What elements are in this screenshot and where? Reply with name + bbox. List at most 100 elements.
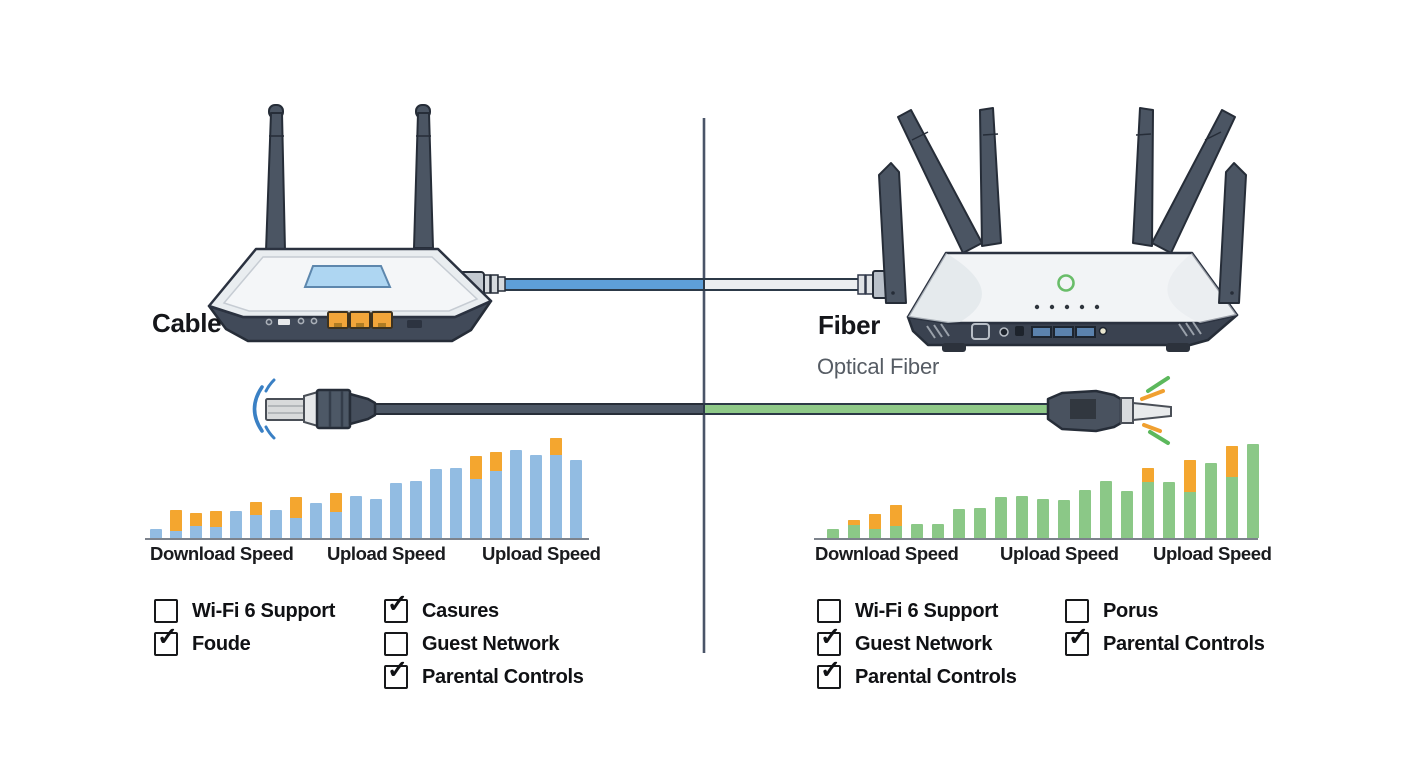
checkbox-checked[interactable]: ✓ (154, 625, 178, 656)
bar-cap (490, 452, 502, 471)
bar (210, 511, 222, 538)
bar (848, 520, 860, 538)
bar-cap (210, 511, 222, 527)
bar (330, 493, 342, 538)
checkbox-checked[interactable]: ✓ (1065, 625, 1089, 656)
feature-label: Casures (422, 599, 499, 622)
feature-row: ✓ Parental Controls (1065, 625, 1265, 656)
bar-cap (330, 493, 342, 512)
bar (570, 460, 582, 538)
wan-cable (703, 270, 898, 299)
fiber-section-subtitle: Optical Fiber (817, 354, 940, 379)
bar (150, 529, 162, 538)
feature-label: Parental Controls (855, 665, 1017, 688)
coax-wire (371, 403, 706, 415)
router-screen (303, 265, 392, 288)
bar (1121, 491, 1133, 538)
feature-row: ✓ Guest Network (817, 625, 1017, 656)
antenna-icon (1132, 107, 1154, 247)
feature-row: Guest Network (384, 632, 584, 656)
antenna-icon (413, 104, 434, 249)
cable-chart-axis (145, 538, 589, 540)
fiber-cable-illustration (703, 376, 1172, 445)
bar (890, 505, 902, 538)
feature-label: Parental Controls (1103, 632, 1265, 655)
bar (1058, 500, 1070, 538)
feature-row: ✓ Parental Controls (384, 658, 584, 689)
feature-row: ✓ Casures (384, 592, 584, 623)
feature-row: Wi-Fi 6 Support (154, 599, 335, 623)
cable-router-illustration (207, 104, 706, 343)
bar (911, 524, 923, 538)
fiber-speed-chart (827, 430, 1259, 538)
fiber-wire (703, 403, 1051, 415)
usb-port-icon (1075, 326, 1096, 338)
bar (170, 510, 182, 538)
router-top-shading (908, 253, 982, 323)
fiber-features-col2: Porus✓ Parental Controls (1065, 599, 1265, 666)
checkbox-unchecked[interactable] (817, 599, 841, 623)
feature-row: Wi-Fi 6 Support (817, 599, 1017, 623)
feature-label: Guest Network (422, 632, 560, 655)
checkbox-unchecked[interactable] (1065, 599, 1089, 623)
router-front-ports (265, 311, 422, 329)
bar-cap (848, 520, 860, 525)
bar-cap (1142, 468, 1154, 482)
bar (974, 508, 986, 538)
x-label: Upload Speed (1000, 543, 1119, 564)
bar (1142, 468, 1154, 538)
bar (430, 469, 442, 538)
checkbox-unchecked[interactable] (154, 599, 178, 623)
router-foot (942, 343, 966, 352)
bar (370, 499, 382, 538)
cable-features-col1: Wi-Fi 6 Support✓ Foude (154, 599, 335, 666)
checkbox-checked[interactable]: ✓ (817, 658, 841, 689)
ethernet-port-icon (371, 311, 393, 329)
bar (510, 450, 522, 538)
bar (450, 468, 462, 538)
cable-speed-chart (150, 430, 582, 538)
checkbox-unchecked[interactable] (384, 632, 408, 656)
antenna-icon (897, 109, 983, 254)
bar-cap (470, 456, 482, 479)
ethernet-port-icon (349, 311, 371, 329)
fiber-connector-collar (1120, 397, 1134, 424)
bar (1205, 463, 1217, 538)
ethernet-port-icon (327, 311, 349, 329)
indicator-dots (1034, 304, 1100, 310)
bar (310, 503, 322, 538)
check-icon: ✓ (820, 623, 841, 651)
bar-cap (1184, 460, 1196, 492)
checkbox-checked[interactable]: ✓ (384, 592, 408, 623)
feature-row: Porus (1065, 599, 1265, 623)
checkbox-checked[interactable]: ✓ (384, 658, 408, 689)
checkbox-checked[interactable]: ✓ (817, 625, 841, 656)
bar (1100, 481, 1112, 538)
check-icon: ✓ (1068, 623, 1089, 651)
fiber-ferrule-tip (1132, 401, 1172, 422)
feature-label: Foude (192, 632, 251, 655)
cable-section-title: Cable (152, 308, 222, 338)
feature-label: Parental Controls (422, 665, 584, 688)
bar (1226, 446, 1238, 538)
antenna-icon (878, 162, 907, 304)
usb-port-icon (1053, 326, 1074, 338)
router-foot (1166, 343, 1190, 352)
signal-waves-icon (252, 378, 276, 440)
bar (1037, 499, 1049, 538)
router-top-shading (1167, 253, 1237, 323)
bar-cap (1226, 446, 1238, 477)
bar-cap (170, 510, 182, 531)
bar (250, 502, 262, 538)
feature-label: Guest Network (855, 632, 993, 655)
fiber-chart-axis (814, 538, 1258, 540)
bar (290, 497, 302, 538)
bar (390, 483, 402, 538)
fiber-features-col1: Wi-Fi 6 Support✓Guest Network✓Parental C… (817, 599, 1017, 699)
feature-row: ✓ Parental Controls (817, 658, 1017, 689)
bar (1163, 482, 1175, 538)
light-rays-icon (1140, 376, 1170, 445)
